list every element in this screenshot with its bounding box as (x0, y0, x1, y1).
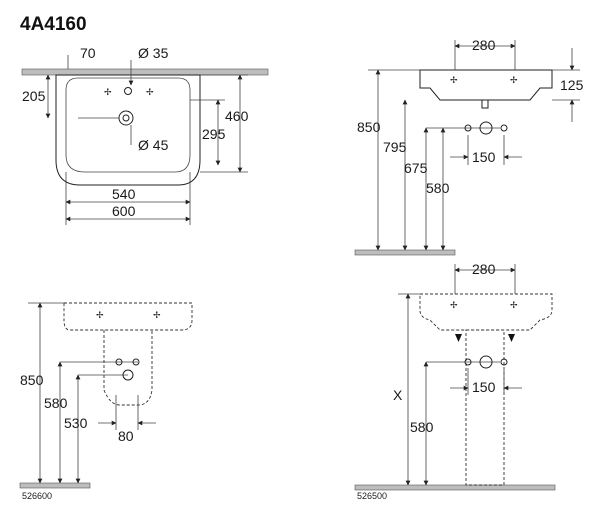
hole-marker-left: ✢ (450, 300, 458, 310)
side-view-half-pedestal: ✢ ✢ 850 580 530 80 526600 (19, 302, 193, 501)
dim-600: 600 (112, 203, 136, 219)
dim-d35: Ø 35 (138, 45, 169, 61)
basin-front-outline (419, 293, 553, 331)
hole-marker-right: ✢ (153, 310, 161, 320)
dim-150-top: 150 (472, 149, 496, 165)
dim-580-bottom-left: 580 (44, 395, 68, 411)
arrow-down-icon (455, 334, 462, 342)
front-view-elevation: ✢ ✢ 280 125 850 795 675 580 150 (354, 37, 584, 256)
front-view-full-pedestal: ✢ ✢ 280 X 580 150 526500 (354, 261, 556, 501)
wall-hatch (21, 68, 269, 76)
dim-850-bottom: 850 (20, 372, 44, 388)
floor-hatch (354, 249, 456, 256)
floor-hatch (354, 484, 556, 491)
dim-580-bottom-right: 580 (410, 419, 434, 435)
hole-marker-right: ✢ (510, 300, 518, 310)
product-code-526600: 526600 (22, 491, 52, 501)
hole-marker-right: ✢ (510, 75, 518, 85)
dim-205: 205 (22, 88, 46, 104)
basin-front (419, 69, 553, 101)
dim-125: 125 (560, 77, 584, 93)
dim-795: 795 (383, 139, 407, 155)
dim-530: 530 (64, 415, 88, 431)
dim-70: 70 (80, 45, 96, 61)
hole-marker-left: ✢ (96, 310, 104, 320)
tap-hole-icon (124, 87, 132, 95)
dim-280-top: 280 (472, 37, 496, 53)
basin-side-outline (63, 302, 193, 331)
model-number-title: 4A4160 (20, 14, 87, 35)
dim-x: X (393, 387, 403, 403)
dim-850-top: 850 (357, 119, 381, 135)
waste-fitting-icon (479, 121, 493, 135)
dim-295: 295 (202, 126, 226, 142)
half-pedestal (103, 330, 153, 406)
tap-hole-marker-left: ✢ (104, 87, 112, 97)
dim-80: 80 (118, 428, 134, 444)
basin-outline (55, 74, 201, 186)
dim-675: 675 (404, 160, 428, 176)
dim-460: 460 (225, 108, 249, 124)
dim-540: 540 (112, 186, 136, 202)
hole-marker-left: ✢ (450, 75, 458, 85)
floor-hatch (19, 482, 91, 489)
dim-280-bottom: 280 (472, 261, 496, 277)
dim-d45: Ø 45 (138, 137, 169, 153)
waste-fitting-icon (122, 369, 134, 381)
top-view-plan: ✢ ✢ 70 Ø 35 205 460 295 Ø 45 540 600 (21, 45, 269, 225)
waste-fitting-icon (479, 355, 493, 369)
drain-icon (118, 110, 134, 126)
dim-150-bottom: 150 (472, 379, 496, 395)
full-pedestal (465, 329, 505, 486)
tap-hole-marker-right: ✢ (146, 87, 154, 97)
product-code-526500: 526500 (357, 491, 387, 501)
arrow-down-icon (508, 334, 515, 342)
basin-bowl (65, 77, 191, 173)
dim-580-top: 580 (426, 180, 450, 196)
